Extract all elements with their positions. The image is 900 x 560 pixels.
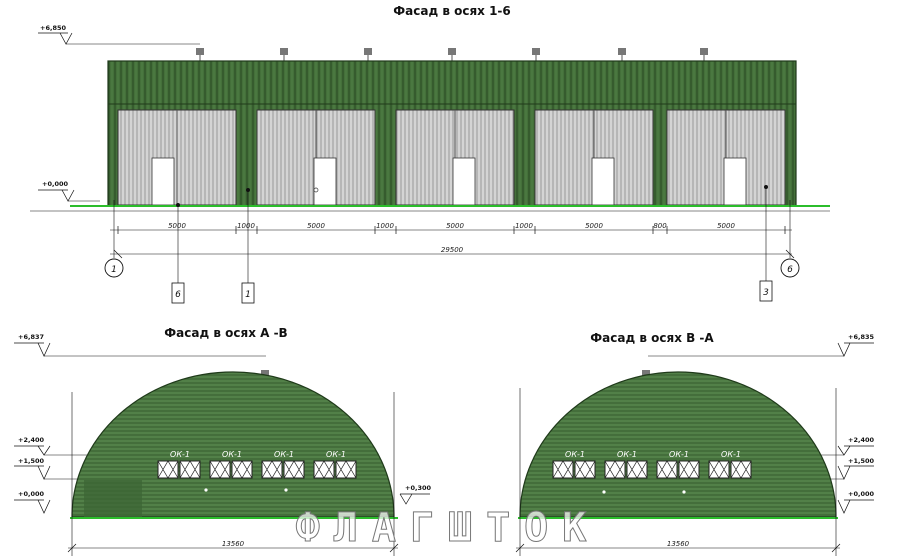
window-ok1: ОК-1 (656, 450, 700, 479)
svg-text:5000: 5000 (307, 222, 325, 230)
front-dimension-chain: 5000 1000 5000 1000 5000 1000 5000 800 5… (110, 222, 795, 259)
svg-text:1: 1 (111, 265, 117, 275)
svg-text:5000: 5000 (585, 222, 603, 230)
front-overall-dimension: 29500 (441, 246, 464, 254)
callout-tag-6: 6 (171, 203, 185, 304)
callout-tag-3: 3 (759, 185, 773, 302)
svg-text:+0,300: +0,300 (405, 484, 431, 492)
left-facade-title: Фасад в осях А -В (164, 326, 287, 340)
svg-text:1000: 1000 (515, 222, 533, 230)
elevation-marker-right-top: +6,835 (648, 333, 874, 357)
svg-text:+0,000: +0,000 (18, 490, 44, 498)
svg-text:5000: 5000 (717, 222, 735, 230)
svg-text:ОК-1: ОК-1 (222, 450, 242, 459)
svg-text:+6,835: +6,835 (848, 333, 874, 341)
svg-text:1: 1 (245, 290, 251, 300)
svg-text:ОК-1: ОК-1 (326, 450, 346, 459)
svg-text:+6,850: +6,850 (40, 24, 66, 32)
gate-5 (666, 109, 786, 206)
elevation-marker-left-0300: +0,300 (399, 484, 431, 505)
svg-text:ОК-1: ОК-1 (170, 450, 190, 459)
svg-text:13560: 13560 (222, 540, 245, 548)
svg-text:6: 6 (787, 265, 793, 275)
svg-text:+1,500: +1,500 (848, 457, 874, 465)
elevation-marker-front-ground: +0,000 (38, 180, 100, 202)
right-facade-title: Фасад в осях В -А (590, 331, 714, 345)
svg-text:1000: 1000 (376, 222, 394, 230)
gate-1 (117, 109, 237, 206)
left-windows: ОК-1 ОК-1 ОК-1 ОК-1 (157, 450, 357, 492)
svg-text:+1,500: +1,500 (18, 457, 44, 465)
svg-text:ОК-1: ОК-1 (617, 450, 637, 459)
window-ok1: ОК-1 (313, 450, 357, 479)
gate-4 (534, 109, 654, 206)
front-gates (117, 109, 786, 206)
elevation-marker-front-top: +6,850 (38, 24, 200, 45)
svg-text:3: 3 (763, 288, 769, 298)
svg-text:+2,400: +2,400 (848, 436, 874, 444)
right-windows: ОК-1 ОК-1 ОК-1 ОК-1 (552, 450, 752, 494)
callout-tag-1: 1 (241, 188, 255, 304)
elevation-marker-left-ground: +0,000 (14, 490, 51, 514)
elevation-marker-left-top: +6,837 (14, 333, 266, 357)
gate-2 (256, 109, 376, 206)
right-arch (519, 371, 837, 518)
left-overall-dimension: 13560 (67, 540, 399, 553)
svg-text:ОК-1: ОК-1 (669, 450, 689, 459)
left-arch (71, 371, 395, 518)
svg-text:800: 800 (653, 222, 667, 230)
window-ok1: ОК-1 (157, 450, 201, 479)
svg-text:ОК-1: ОК-1 (721, 450, 741, 459)
svg-text:6: 6 (175, 290, 181, 300)
axis-bubble-6: 6 (780, 200, 800, 278)
svg-text:ОК-1: ОК-1 (274, 450, 294, 459)
svg-text:+2,400: +2,400 (18, 436, 44, 444)
watermark-text: ФЛАГШТОК (296, 505, 601, 551)
svg-text:13560: 13560 (667, 540, 690, 548)
svg-text:+0,000: +0,000 (42, 180, 68, 188)
svg-text:+0,000: +0,000 (848, 490, 874, 498)
window-ok1: ОК-1 (261, 450, 305, 479)
roof-vents (196, 48, 708, 62)
right-overall-dimension: 13560 (515, 540, 841, 553)
axis-bubble-1: 1 (104, 200, 124, 278)
window-ok1: ОК-1 (604, 450, 648, 479)
svg-text:+6,837: +6,837 (18, 333, 44, 341)
front-facade-title: Фасад в осях 1-6 (393, 4, 511, 18)
window-ok1: ОК-1 (708, 450, 752, 479)
window-ok1: ОК-1 (209, 450, 253, 479)
gate-3 (395, 109, 515, 206)
svg-text:ОК-1: ОК-1 (565, 450, 585, 459)
svg-text:5000: 5000 (168, 222, 186, 230)
elevation-marker-right-ground: +0,000 (837, 490, 874, 514)
svg-text:1000: 1000 (237, 222, 255, 230)
svg-text:5000: 5000 (446, 222, 464, 230)
window-ok1: ОК-1 (552, 450, 596, 479)
